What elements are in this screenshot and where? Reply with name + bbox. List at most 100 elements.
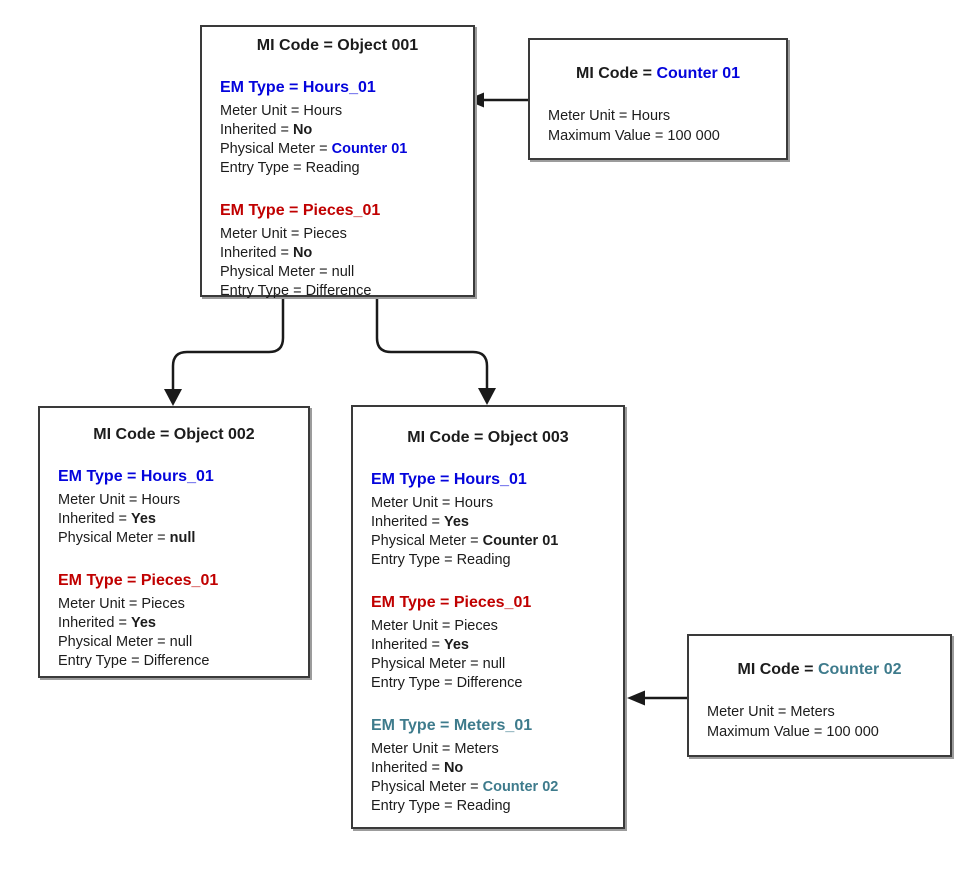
property-line: Meter Unit = Hours bbox=[220, 102, 455, 121]
prop-value: Pieces bbox=[454, 618, 498, 634]
em-type-section-hours: EM Type = Hours_01 Meter Unit = Hours In… bbox=[371, 469, 605, 570]
em-type-section-pieces: EM Type = Pieces_01 Meter Unit = Pieces … bbox=[220, 200, 455, 301]
title-value: Object 003 bbox=[487, 429, 569, 446]
prop-value: Yes bbox=[443, 514, 469, 530]
title-value: Counter 02 bbox=[817, 661, 902, 678]
prop-value: null bbox=[169, 634, 193, 650]
prop-label: Meter Unit = bbox=[58, 492, 142, 508]
property-line: Meter Unit = Meters bbox=[371, 740, 605, 759]
node-counter-02: MI Code = Counter 02 Meter Unit = Meters… bbox=[687, 634, 952, 757]
arrowhead-down-object003 bbox=[478, 388, 496, 405]
prop-label: Entry Type = bbox=[371, 552, 457, 568]
title-value: Counter 01 bbox=[656, 65, 741, 82]
prop-value: 100 000 bbox=[667, 127, 720, 144]
title-value: Object 001 bbox=[337, 37, 419, 54]
title-label: MI Code = bbox=[256, 37, 338, 54]
prop-label: Entry Type = bbox=[220, 160, 306, 176]
title-label: MI Code = bbox=[575, 65, 657, 82]
prop-value: Difference bbox=[143, 653, 210, 669]
property-line: Entry Type = Reading bbox=[371, 797, 605, 816]
prop-value: Meters bbox=[790, 704, 835, 720]
property-line: Maximum Value = 100 000 bbox=[548, 127, 768, 147]
em-type-section-hours: EM Type = Hours_01 Meter Unit = Hours In… bbox=[58, 466, 290, 548]
title-label: MI Code = bbox=[93, 426, 174, 443]
prop-label: Inherited = bbox=[371, 514, 444, 530]
property-line: Physical Meter = Counter 01 bbox=[220, 140, 455, 159]
prop-value: Meters bbox=[454, 741, 499, 757]
em-type-header: EM Type = Pieces_01 bbox=[58, 572, 219, 589]
em-type-header: EM Type = Hours_01 bbox=[371, 471, 527, 488]
prop-label: Meter Unit = bbox=[58, 596, 142, 612]
property-line: Physical Meter = null bbox=[371, 655, 605, 674]
title-label: MI Code = bbox=[737, 661, 818, 678]
em-type-header: EM Type = Hours_01 bbox=[220, 79, 376, 96]
connector-object001-to-object002 bbox=[171, 298, 285, 390]
node-object-001: MI Code = Object 001 EM Type = Hours_01 … bbox=[200, 25, 475, 299]
property-line: Meter Unit = Pieces bbox=[220, 225, 455, 244]
property-line: Meter Unit = Meters bbox=[707, 703, 932, 723]
prop-value: No bbox=[443, 760, 464, 776]
property-line: Meter Unit = Hours bbox=[548, 107, 768, 127]
property-line: Inherited = Yes bbox=[58, 614, 290, 633]
prop-value: null bbox=[169, 530, 196, 546]
property-line: Entry Type = Difference bbox=[220, 282, 455, 301]
prop-label: Meter Unit = bbox=[371, 495, 455, 511]
prop-label: Inherited = bbox=[371, 637, 444, 653]
prop-label: Physical Meter = bbox=[371, 533, 483, 549]
prop-value: null bbox=[331, 264, 355, 280]
property-line: Inherited = No bbox=[371, 759, 605, 778]
em-type-header: EM Type = Meters_01 bbox=[371, 717, 533, 734]
prop-label: Physical Meter = bbox=[58, 634, 170, 650]
prop-value: Yes bbox=[130, 511, 156, 527]
prop-value: Reading bbox=[456, 552, 511, 568]
prop-label: Maximum Value = bbox=[548, 127, 668, 144]
prop-label: Physical Meter = bbox=[220, 141, 332, 157]
prop-label: Inherited = bbox=[58, 615, 131, 631]
prop-label: Maximum Value = bbox=[707, 723, 827, 740]
prop-value: Pieces bbox=[303, 226, 347, 242]
property-line: Maximum Value = 100 000 bbox=[707, 723, 932, 743]
prop-value: No bbox=[292, 245, 313, 261]
node-title: MI Code = Object 001 bbox=[220, 35, 455, 57]
node-title: MI Code = Object 003 bbox=[371, 427, 605, 449]
prop-label: Meter Unit = bbox=[371, 741, 455, 757]
prop-label: Inherited = bbox=[371, 760, 444, 776]
prop-value: Reading bbox=[305, 160, 360, 176]
prop-label: Entry Type = bbox=[220, 283, 306, 299]
prop-value: null bbox=[482, 656, 506, 672]
property-line: Inherited = No bbox=[220, 121, 455, 140]
prop-value: Yes bbox=[443, 637, 469, 653]
prop-value: Counter 01 bbox=[482, 533, 559, 549]
prop-value: No bbox=[292, 122, 313, 138]
property-line: Entry Type = Difference bbox=[371, 674, 605, 693]
prop-label: Meter Unit = bbox=[707, 704, 791, 720]
em-type-section-pieces: EM Type = Pieces_01 Meter Unit = Pieces … bbox=[58, 570, 290, 671]
prop-label: Entry Type = bbox=[58, 653, 144, 669]
prop-value: 100 000 bbox=[826, 723, 879, 740]
prop-label: Physical Meter = bbox=[371, 779, 483, 795]
prop-value: Difference bbox=[305, 283, 372, 299]
title-value: Object 002 bbox=[173, 426, 255, 443]
prop-value: Hours bbox=[303, 103, 343, 119]
em-type-section-pieces: EM Type = Pieces_01 Meter Unit = Pieces … bbox=[371, 592, 605, 693]
property-line: Entry Type = Reading bbox=[371, 551, 605, 570]
property-line: Physical Meter = null bbox=[58, 633, 290, 652]
prop-label: Entry Type = bbox=[371, 675, 457, 691]
arrowhead-down-object002 bbox=[164, 389, 182, 406]
prop-label: Meter Unit = bbox=[548, 108, 632, 124]
prop-value: Counter 02 bbox=[482, 779, 559, 795]
arrowhead-left-object003 bbox=[627, 690, 645, 706]
property-line: Physical Meter = Counter 01 bbox=[371, 532, 605, 551]
node-title: MI Code = Object 002 bbox=[58, 424, 290, 446]
property-line: Inherited = Yes bbox=[371, 513, 605, 532]
prop-value: Counter 01 bbox=[331, 141, 408, 157]
em-type-section-hours: EM Type = Hours_01 Meter Unit = Hours In… bbox=[220, 77, 455, 178]
property-line: Entry Type = Reading bbox=[220, 159, 455, 178]
property-line: Meter Unit = Hours bbox=[58, 491, 290, 510]
property-line: Entry Type = Difference bbox=[58, 652, 290, 671]
node-title: MI Code = Counter 01 bbox=[548, 63, 768, 85]
property-line: Inherited = Yes bbox=[58, 510, 290, 529]
prop-value: Difference bbox=[456, 675, 523, 691]
prop-value: Hours bbox=[631, 108, 671, 124]
